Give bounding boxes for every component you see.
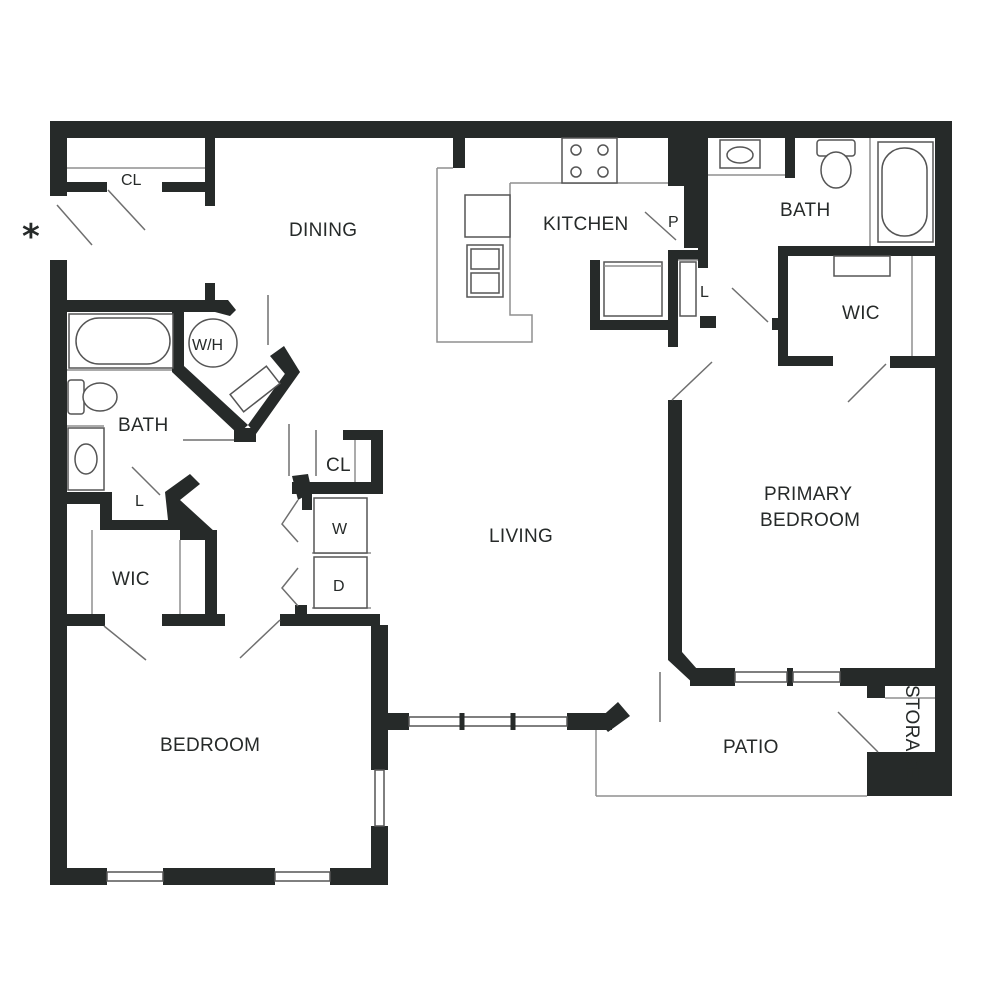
label-primary-bedroom-1: PRIMARY [764,484,852,505]
label-patio: PATIO [723,737,779,758]
label-closet-laundry: CL [326,455,351,476]
label-water-heater: W/H [192,337,223,354]
washer-unit [313,497,368,554]
water-heater [188,318,238,368]
label-dryer: D [333,578,345,595]
label-primary-bedroom-2: BEDROOM [760,510,860,531]
kitchen-sink [466,244,504,298]
label-pantry: P [668,214,679,231]
label-washer: W [332,521,348,538]
primary-bath-sink [719,139,761,169]
label-linen-kitchen: L [700,284,709,301]
secondary-sink [67,427,105,491]
dishwasher [464,194,511,238]
label-bath-primary: BATH [780,200,830,221]
label-dining: DINING [289,220,357,241]
primary-toilet [816,139,856,189]
wic-shelf [833,255,891,277]
doors [56,189,887,753]
label-wic-secondary: WIC [112,569,150,590]
secondary-toilet [67,379,118,415]
hvac-unit [229,365,281,413]
label-storage: STORAGE [901,685,922,780]
label-kitchen: KITCHEN [543,214,629,235]
label-closet-entry: CL [121,172,142,189]
exterior-walls [50,121,952,885]
cooktop [561,137,618,184]
dryer-unit [313,556,368,609]
label-bedroom: BEDROOM [160,735,260,756]
label-living: LIVING [489,526,553,547]
refrigerator [603,261,663,317]
entry-marker: * [22,217,40,257]
windows [106,671,841,882]
interior-walls [67,121,936,698]
label-bath-secondary: BATH [118,415,168,436]
label-linen-secondary: L [135,493,144,510]
primary-bathtub [877,141,934,243]
label-wic-primary: WIC [842,303,880,324]
fixtures [67,137,934,609]
pantry-shelf [679,261,697,317]
secondary-bathtub [68,313,174,369]
room-labels: * CL DINING KITCHEN P L BATH WIC PRIMARY… [22,172,922,780]
